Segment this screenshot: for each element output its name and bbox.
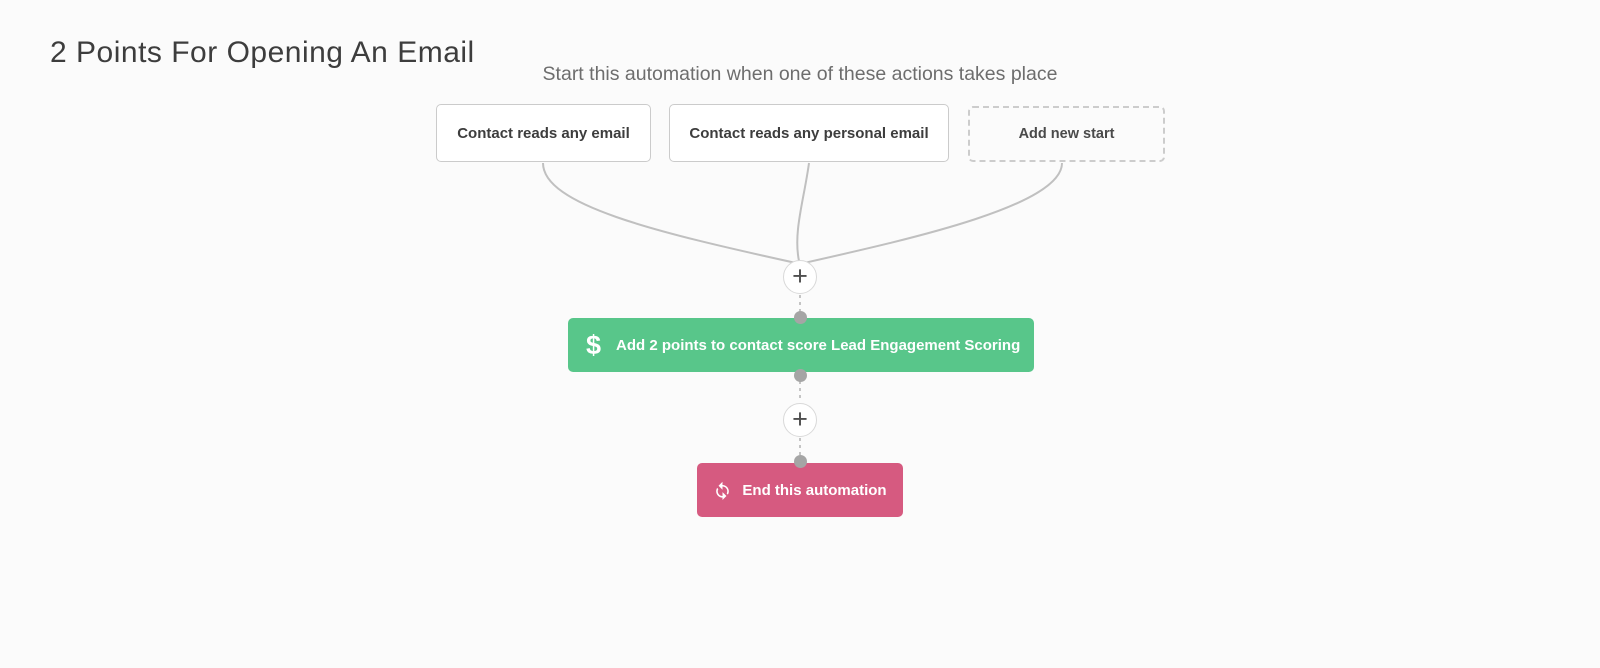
plus-icon: + [792,403,808,434]
sync-arrows-icon [713,481,732,500]
add-new-start-button[interactable]: Add new start [968,106,1165,162]
automation-title: 2 Points For Opening An Email [50,36,475,69]
dollar-sign-icon: $ [586,329,602,360]
connection-dot [794,369,807,382]
connection-dot [794,455,807,468]
action-add-points-to-contact-score[interactable]: $ Add 2 points to contact score Lead Eng… [568,318,1034,372]
end-action-label: End this automation [742,481,887,499]
action-end-this-automation[interactable]: End this automation [697,463,903,517]
plus-icon: + [792,260,808,291]
add-action-button-top[interactable]: + [783,260,817,294]
trigger-label: Contact reads any personal email [689,124,929,142]
trigger-contact-reads-any-personal-email[interactable]: Contact reads any personal email [669,104,949,162]
trigger-contact-reads-any-email[interactable]: Contact reads any email [436,104,651,162]
connection-dot [794,311,807,324]
score-action-label: Add 2 points to contact score Lead Engag… [616,336,1021,354]
add-new-start-label: Add new start [1018,126,1115,142]
trigger-label: Contact reads any email [457,124,630,142]
add-action-button-bottom[interactable]: + [783,403,817,437]
start-triggers-heading: Start this automation when one of these … [542,63,1058,85]
